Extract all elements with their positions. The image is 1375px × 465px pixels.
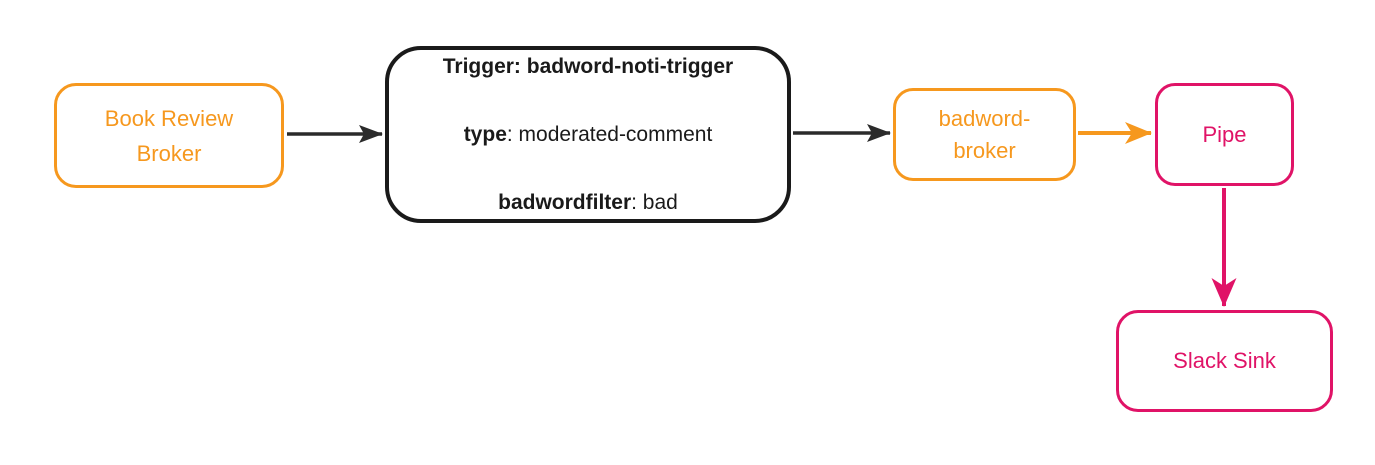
node-book-review-broker: Book Review Broker (54, 83, 284, 188)
node-badword-broker-label: badword- broker (938, 105, 1031, 163)
node-pipe: Pipe (1155, 83, 1294, 186)
node-book-review-broker-label: Book Review Broker (104, 105, 234, 166)
node-trigger: Trigger: badword-noti-trigger type: mode… (385, 46, 791, 223)
node-badword-broker: badword- broker (893, 88, 1076, 181)
node-trigger-label: Trigger: badword-noti-trigger type: mode… (443, 16, 733, 254)
node-pipe-label: Pipe (1202, 121, 1247, 147)
trigger-line-name: Trigger: badword-noti-trigger (442, 54, 734, 78)
node-slack-sink: Slack Sink (1116, 310, 1333, 412)
trigger-line-type: type: moderated-comment (463, 122, 713, 146)
trigger-line-filter: badwordfilter: bad (498, 190, 678, 214)
node-slack-sink-label: Slack Sink (1173, 348, 1276, 373)
